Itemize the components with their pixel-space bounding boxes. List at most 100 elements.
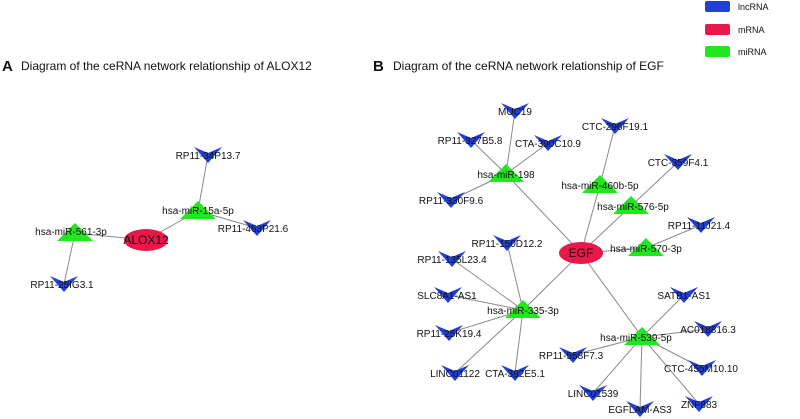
v-arrow-icon <box>688 360 716 376</box>
mirna-node-hsa-mir-539-5p: hsa-miR-539-5p <box>600 327 672 345</box>
lncrna-label: RP11-330F9.6 <box>419 196 484 207</box>
mrna-label: ALOX12 <box>123 233 169 247</box>
v-arrow-icon <box>559 347 587 363</box>
legend-label-lncrna: lncRNA <box>738 2 769 12</box>
lncrna-label: AC018816.3 <box>680 325 736 336</box>
mirna-node-hsa-mir-15a-5p: hsa-miR-15a-5p <box>162 201 234 219</box>
mirna-label: hsa-miR-335-3p <box>487 306 559 317</box>
v-arrow-icon <box>664 154 692 170</box>
mirna-label: hsa-miR-539-5p <box>600 333 672 344</box>
mirna-node-hsa-mir-198: hsa-miR-198 <box>477 164 535 182</box>
nodes-panel-a: RP11-34P13.7RP11-463P21.6RP11-25IG3.1hsa… <box>30 147 289 292</box>
v-arrow-icon <box>601 118 629 134</box>
lncrna-label: RP11-34P13.7 <box>176 151 241 162</box>
v-arrow-icon <box>670 287 698 303</box>
mirna-label: hsa-miR-198 <box>477 170 535 181</box>
v-arrow-icon <box>579 385 607 401</box>
lncrna-node-rp11-34p13-7: RP11-34P13.7 <box>176 147 241 163</box>
mirna-label: hsa-miR-15a-5p <box>162 206 234 217</box>
lncrna-node-cta-392e5-1: CTA-392E5.1 <box>485 365 545 381</box>
lncrna-label: EGFLAM-AS3 <box>608 405 672 416</box>
v-arrow-icon <box>457 132 485 148</box>
legend: lncRNA mRNA miRNA <box>705 1 769 57</box>
edge-b-mirna5-lncrna17 <box>592 336 643 394</box>
edge-b-mrna0-mirna1 <box>580 184 601 254</box>
lncrna-label: LINC01539 <box>568 389 619 400</box>
mirna-node-hsa-mir-460b-5p: hsa-miR-460b-5p <box>561 175 639 193</box>
lncrna-node-rp11-327b5-8: RP11-327B5.8 <box>438 132 503 148</box>
lncrna-label: CTA-390C10.9 <box>515 139 581 150</box>
mirna-label: hsa-miR-561-3p <box>35 227 107 238</box>
lncrna-node-ac018816-3: AC018816.3 <box>680 321 736 337</box>
edge-b-mirna1-lncrna4 <box>599 125 616 186</box>
lncrna-node-slc8a1-as1: SLC8A1-AS1 <box>417 287 477 303</box>
lncrna-node-rp11-558f7-3: RP11-558F7.3 <box>539 347 604 363</box>
lncrna-label: CTC-359F4.1 <box>648 158 709 169</box>
v-arrow-icon <box>694 321 722 337</box>
v-arrow-icon <box>437 192 465 208</box>
lncrna-label: RP11-135L23.4 <box>417 255 487 266</box>
mirna-node-hsa-mir-576-5p: hsa-miR-576-5p <box>597 196 669 214</box>
lncrna-label: RP11-327B5.8 <box>438 136 503 147</box>
edge-b-mirna4-lncrna9 <box>447 294 524 311</box>
edge-b-mirna4-lncrna8 <box>451 258 524 311</box>
edge-b-mirna0-lncrna2 <box>505 142 549 175</box>
v-arrow-icon <box>685 396 713 412</box>
edge-a-mirna1-lncrna0 <box>197 154 209 212</box>
edge-b-mirna5-lncrna14 <box>641 328 709 338</box>
mrna-node-alox12: ALOX12 <box>123 229 169 251</box>
legend-item-mirna: miRNA <box>705 46 767 57</box>
lncrna-label: CTA-392E5.1 <box>485 369 545 380</box>
legend-item-mrna: mRNA <box>705 24 765 35</box>
lncrna-node-linc01122: LINC01122 <box>430 365 480 381</box>
lncrna-node-egflam-as3: EGFLAM-AS3 <box>608 401 672 417</box>
triangle-icon <box>624 327 660 345</box>
v-arrow-icon <box>501 103 529 119</box>
edge-b-mrna0-mirna0 <box>505 173 582 254</box>
panel-a-letter: A <box>2 58 13 75</box>
lncrna-label: RP11-25IG3.1 <box>30 280 94 291</box>
lncrna-node-rp11-135l23-4: RP11-135L23.4 <box>417 251 487 267</box>
legend-label-mrna: mRNA <box>738 25 765 35</box>
mrna-node-egf: EGF <box>559 242 603 264</box>
mirna-node-hsa-mir-570-3p: hsa-miR-570-3p <box>610 238 682 256</box>
legend-swatch-lncrna <box>705 1 730 12</box>
triangle-icon <box>488 164 524 182</box>
mirna-label: hsa-miR-570-3p <box>610 244 682 255</box>
lncrna-label: RP11-558F7.3 <box>539 351 604 362</box>
legend-item-lncrna: lncRNA <box>705 1 769 12</box>
v-arrow-icon <box>438 251 466 267</box>
mirna-label: hsa-miR-576-5p <box>597 202 669 213</box>
triangle-icon <box>628 238 664 256</box>
edge-b-mirna4-lncrna12 <box>514 309 524 374</box>
lncrna-label: RP11-150D12.2 <box>472 239 543 250</box>
edge-b-mirna4-lncrna7 <box>506 242 524 311</box>
edge-b-mrna0-mirna5 <box>580 252 643 338</box>
legend-label-mirna: miRNA <box>738 47 767 57</box>
legend-swatch-mrna <box>705 24 730 35</box>
lncrna-label: ZNF883 <box>681 400 718 411</box>
lncrna-node-muc19: MUC19 <box>498 103 532 119</box>
lncrna-label: RP11-11J21.4 <box>668 221 731 232</box>
v-arrow-icon <box>501 365 529 381</box>
v-arrow-icon <box>435 325 463 341</box>
network-panel-a: RP11-34P13.7RP11-463P21.6RP11-25IG3.1hsa… <box>30 147 289 292</box>
edge-b-mirna3-lncrna6 <box>645 224 702 249</box>
lncrna-label: SLC8A1-AS1 <box>417 291 477 302</box>
lncrna-node-rp11-25k19-4: RP11-25K19.4 <box>417 325 482 341</box>
edge-a-mirna0-lncrna2 <box>63 232 76 285</box>
edge-b-mirna5-lncrna19 <box>641 336 700 405</box>
v-arrow-icon <box>243 220 271 236</box>
v-arrow-icon <box>626 401 654 417</box>
edge-b-mirna0-lncrna1 <box>470 139 507 175</box>
mirna-label: hsa-miR-460b-5p <box>561 181 639 192</box>
triangle-icon <box>505 300 541 318</box>
legend-swatch-mirna <box>705 46 730 57</box>
lncrna-label: SATB1-AS1 <box>657 291 711 302</box>
lncrna-node-linc01539: LINC01539 <box>568 385 619 401</box>
v-arrow-icon <box>434 287 462 303</box>
edges-panel-a <box>63 154 258 285</box>
mirna-node-hsa-mir-561-3p: hsa-miR-561-3p <box>35 223 107 241</box>
panel-a-title: Diagram of the ceRNA network relationshi… <box>21 59 312 73</box>
